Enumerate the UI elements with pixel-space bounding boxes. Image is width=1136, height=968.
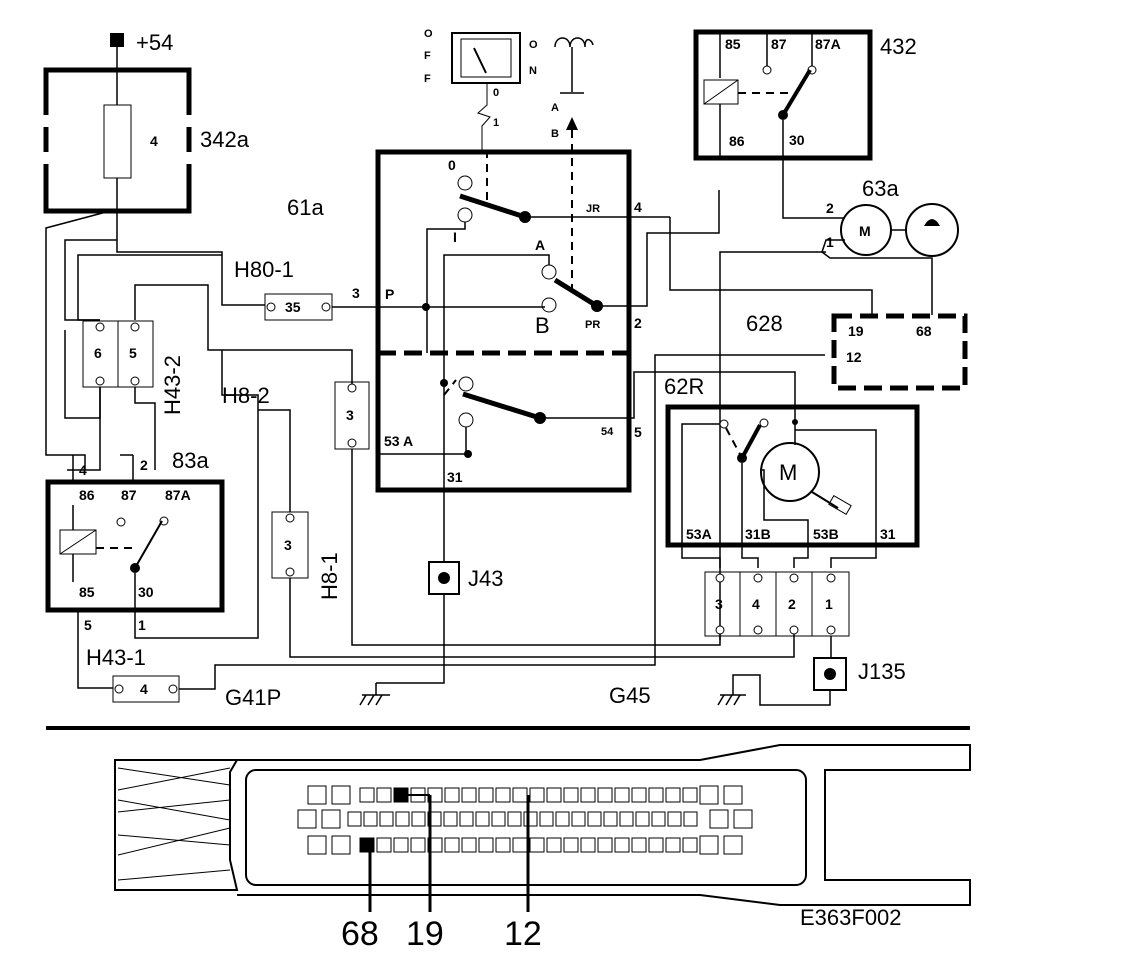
supply-terminal [110, 33, 124, 47]
svg-text:JR: JR [586, 203, 600, 215]
svg-text:M: M [779, 460, 797, 485]
svg-text:2: 2 [634, 315, 642, 331]
h43-2-label: H43-2 [160, 355, 185, 415]
svg-text:30: 30 [789, 132, 805, 148]
svg-text:2: 2 [826, 200, 834, 216]
svg-text:53B: 53B [813, 526, 839, 542]
relay-83a-ref: 83a [172, 448, 209, 473]
svg-text:86: 86 [79, 487, 95, 503]
h8-1-label: H8-1 [317, 552, 342, 600]
indicator-lamp-icon [554, 37, 594, 48]
svg-text:87: 87 [771, 36, 787, 52]
ground-g45-label: G45 [609, 683, 651, 708]
svg-text:4: 4 [752, 596, 760, 612]
svg-text:J43: J43 [468, 566, 503, 591]
svg-text:1: 1 [138, 617, 146, 633]
pump-icon [905, 203, 959, 257]
svg-text:P: P [385, 286, 394, 302]
relay-83a-coil [59, 529, 97, 555]
svg-text:5: 5 [84, 617, 92, 633]
fuse-ref-label: 342a [200, 127, 250, 152]
svg-text:A: A [535, 237, 545, 253]
callout-68: 68 [341, 915, 379, 953]
svg-text:19: 19 [848, 323, 864, 339]
svg-text:85: 85 [79, 584, 95, 600]
svg-text:F: F [424, 50, 431, 62]
svg-text:B: B [535, 313, 550, 338]
ecu-connector-illustration [114, 744, 971, 912]
svg-text:87A: 87A [815, 36, 841, 52]
svg-text:1: 1 [826, 234, 834, 250]
switch-61a-ref: 61a [287, 195, 324, 220]
callout-19: 19 [406, 915, 444, 953]
svg-text:12: 12 [846, 349, 862, 365]
ecu-628-box [831, 313, 968, 391]
ground-g41p-label: G41P [225, 685, 281, 710]
h80-1-label: H80-1 [234, 257, 294, 282]
svg-text:O: O [529, 39, 538, 51]
svg-text:87A: 87A [165, 487, 191, 503]
svg-text:2: 2 [788, 596, 796, 612]
svg-text:M: M [859, 223, 871, 239]
h43-2-pin-6: 6 [94, 345, 102, 361]
svg-text:86: 86 [729, 133, 745, 149]
svg-text:0: 0 [493, 87, 499, 99]
svg-text:N: N [529, 65, 537, 77]
svg-text:2: 2 [140, 457, 148, 473]
pump-63a-ref: 63a [862, 176, 899, 201]
fuse-element [103, 104, 132, 179]
motor-62r-ref: 62R [664, 374, 704, 399]
svg-text:35: 35 [285, 299, 301, 315]
switch-61a-box [375, 149, 632, 493]
svg-text:31B: 31B [745, 526, 771, 542]
svg-text:I: I [453, 229, 457, 245]
svg-text:87: 87 [121, 487, 137, 503]
svg-text:0: 0 [448, 157, 456, 173]
svg-text:J135: J135 [858, 659, 906, 684]
svg-text:53 A: 53 A [384, 433, 413, 449]
svg-text:85: 85 [725, 36, 741, 52]
svg-text:3: 3 [352, 285, 360, 301]
svg-text:53A: 53A [686, 526, 712, 542]
svg-text:31: 31 [447, 469, 463, 485]
svg-text:3: 3 [715, 596, 723, 612]
callout-12: 12 [504, 915, 542, 953]
svg-text:68: 68 [916, 323, 932, 339]
h43-2-pin-5: 5 [129, 345, 137, 361]
svg-text:54: 54 [601, 426, 614, 438]
svg-text:30: 30 [138, 584, 154, 600]
ecu-628-ref: 628 [746, 311, 783, 336]
ground-symbol-right [717, 694, 746, 706]
connector-wiper-plug [704, 571, 850, 637]
h8-2-label: H8-2 [222, 383, 270, 408]
supply-label: +54 [136, 30, 173, 55]
svg-text:4: 4 [79, 462, 87, 478]
svg-text:31: 31 [880, 526, 896, 542]
figure-code: E363F002 [800, 905, 902, 930]
svg-text:A: A [551, 102, 559, 114]
off-on-switch-housing [451, 32, 521, 84]
svg-text:1: 1 [493, 117, 499, 129]
fuse-number: 4 [150, 133, 158, 149]
svg-text:B: B [551, 128, 559, 140]
svg-text:O: O [424, 28, 433, 40]
svg-text:4: 4 [140, 681, 148, 697]
relay-432-ref: 432 [880, 34, 917, 59]
svg-text:4: 4 [634, 199, 642, 215]
svg-text:3: 3 [284, 537, 292, 553]
svg-text:1: 1 [825, 596, 833, 612]
h43-1-label: H43-1 [86, 645, 146, 670]
ground-symbol-left [359, 683, 390, 706]
svg-text:3: 3 [346, 407, 354, 423]
motor-62r-box [665, 404, 920, 548]
svg-text:PR: PR [585, 319, 600, 331]
wiper-motor [760, 442, 820, 502]
svg-text:5: 5 [634, 424, 642, 440]
svg-text:F: F [424, 73, 431, 85]
